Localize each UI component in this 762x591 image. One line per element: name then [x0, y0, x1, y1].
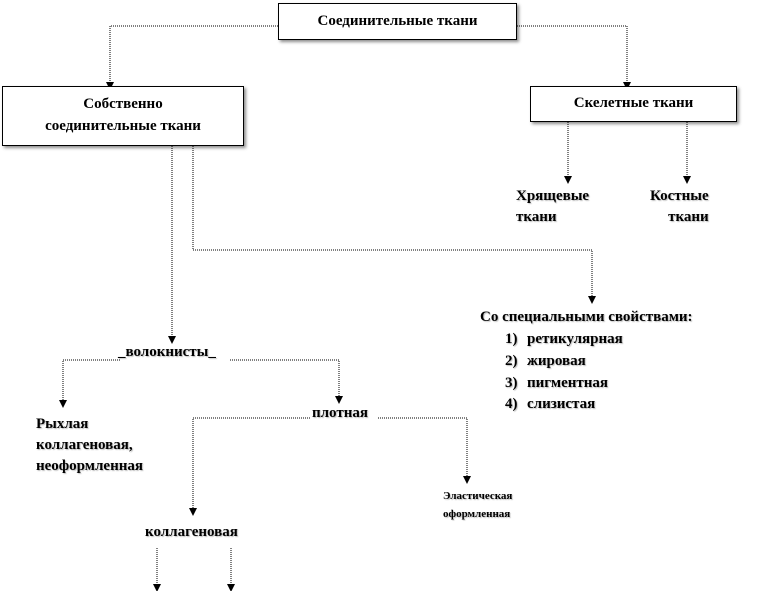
elastic-node: Эластическая оформленная — [443, 488, 512, 523]
line-fibrous-to-dense — [230, 359, 343, 404]
line-dense-to-elastic — [378, 417, 471, 484]
root-label: Соединительные ткани — [317, 12, 478, 29]
collagen-label: коллагеновая — [145, 524, 238, 540]
line-root-to-skeletal — [517, 25, 631, 90]
special-list-item: 3)пигментная — [505, 374, 609, 391]
cartilage-node: Хрящевые ткани — [516, 186, 589, 228]
bone-node: Костные ткани — [650, 186, 709, 228]
elastic-label-line1: Эластическая — [443, 490, 513, 502]
proper-label-line2: соединительные ткани — [45, 118, 201, 134]
special-list: 1)ретикулярная 2)жировая 3)пигментная 4)… — [505, 329, 623, 416]
line-root-to-proper — [106, 25, 278, 90]
cartilage-label-line2: ткани — [516, 209, 557, 225]
bone-label-line2: ткани — [668, 209, 709, 225]
proper-label-line1: Собственно — [83, 96, 163, 113]
loose-label-line2: коллагеновая, — [36, 437, 133, 453]
special-title: Со специальными свойствами: — [480, 309, 693, 325]
line-fibrous-to-loose — [59, 359, 120, 408]
bone-label-line1: Костные — [650, 188, 709, 204]
dense-label: плотная — [312, 405, 368, 421]
root-node: Соединительные ткани — [278, 3, 517, 40]
cartilage-label-line1: Хрящевые — [516, 188, 590, 204]
skeletal-node: Скелетные ткани — [530, 86, 737, 122]
proper-connective-node: Собственно соединительные ткани — [2, 86, 244, 146]
line-dense-to-collagen — [189, 417, 310, 516]
special-list-item: 4)слизистая — [505, 396, 596, 413]
skeletal-label: Скелетные ткани — [573, 95, 694, 112]
special-list-item: 2)жировая — [505, 352, 586, 369]
elastic-label-line2: оформленная — [443, 507, 511, 520]
loose-label-line3: неоформленная — [36, 458, 143, 474]
fibrous-label: _волокнисты_ — [118, 344, 216, 360]
loose-label-line1: Рыхлая — [36, 416, 89, 432]
special-list-item: 1)ретикулярная — [505, 331, 623, 347]
line-proper-to-special — [192, 146, 596, 304]
loose-node: Рыхлая коллагеновая, неоформленная — [36, 414, 143, 477]
